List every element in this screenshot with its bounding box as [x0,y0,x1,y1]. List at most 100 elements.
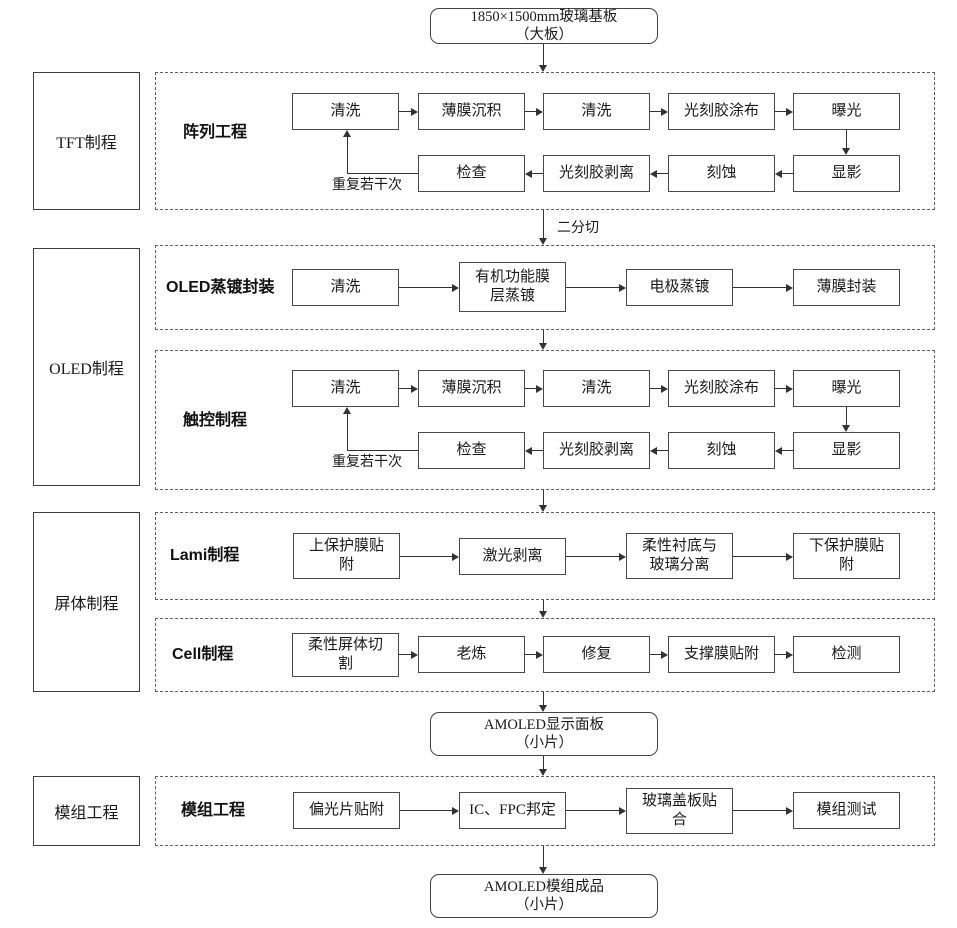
arrow-left-icon [775,170,782,178]
flow-step: 薄膜沉积 [418,370,525,407]
arrow-right-icon [619,553,626,561]
arrow-down-icon [539,343,547,350]
arrow-right-icon [619,284,626,292]
arrow-right-icon [411,108,418,116]
flow-step: 显影 [793,155,900,192]
flow-step: 清洗 [543,370,650,407]
arrow-down-icon [539,867,547,874]
section-frame-touch [155,350,935,490]
arrow-right-icon [661,651,668,659]
connector [543,44,544,65]
flow-step: 修复 [543,636,650,673]
connector [525,111,536,112]
connector [733,287,786,288]
section-label-evap: OLED蒸镀封装 [166,279,275,296]
connector [846,130,847,148]
connector [650,654,661,655]
flow-step: 曝光 [793,370,900,407]
arrow-right-icon [619,807,626,815]
section-label-module: 模组工程 [181,802,246,819]
connector [347,173,418,174]
arrow-left-icon [525,170,532,178]
arrow-right-icon [786,651,793,659]
connector [399,287,452,288]
flow-step: 电极蒸镀 [626,269,733,306]
connector [532,450,543,451]
section-label-array: 阵列工程 [183,124,248,141]
connector [846,407,847,425]
connector [525,388,536,389]
connector [400,810,452,811]
flow-step: 下保护膜贴 附 [793,533,900,579]
arrow-right-icon [452,284,459,292]
arrow-right-icon [536,651,543,659]
flow-step: 光刻胶剥离 [543,432,650,469]
connector [543,330,544,343]
connector [657,450,668,451]
arrow-down-icon [842,425,850,432]
arrow-right-icon [536,108,543,116]
section-label-lami: Lami制程 [170,547,240,564]
flow-step: 柔性衬底与 玻璃分离 [626,533,733,579]
section-frame-module [155,776,935,846]
arrow-left-icon [650,170,657,178]
flow-step: 光刻胶涂布 [668,370,775,407]
connector [566,287,619,288]
loop-label: 重复若干次 [332,178,402,193]
arrow-right-icon [786,553,793,561]
stage-label-panel: 屏体制程 [33,512,140,692]
arrow-down-icon [539,705,547,712]
section-frame-evap [155,245,935,330]
arrow-down-icon [539,505,547,512]
arrow-right-icon [661,385,668,393]
section-frame-lami [155,512,935,600]
flow-step: 有机功能膜 层蒸镀 [459,262,566,312]
flow-step: 激光剥离 [459,538,566,575]
arrow-down-icon [539,769,547,776]
flow-step: 刻蚀 [668,432,775,469]
flow-step: 薄膜沉积 [418,93,525,130]
arrow-down-icon [539,65,547,72]
connector [657,173,668,174]
arrow-right-icon [452,553,459,561]
flow-step: 显影 [793,432,900,469]
section-label-cell: Cell制程 [172,646,234,663]
connector [347,450,418,451]
section-frame-cell [155,618,935,692]
flow-step: 柔性屏体切 割 [292,633,399,677]
arrow-right-icon [786,108,793,116]
arrow-left-icon [775,447,782,455]
stage-label-module: 模组工程 [33,776,140,846]
connector [775,111,786,112]
start-node: 1850×1500mm玻璃基板 （大板） [430,8,658,44]
bisect-label: 二分切 [557,221,599,236]
arrow-right-icon [661,108,668,116]
flow-step: 检查 [418,155,525,192]
flow-step: 清洗 [543,93,650,130]
flow-step: IC、FPC邦定 [459,792,566,829]
arrow-right-icon [452,807,459,815]
connector [347,137,348,173]
connector [566,556,619,557]
flow-step: 清洗 [292,93,399,130]
flow-step: 支撑膜贴附 [668,636,775,673]
connector [733,556,786,557]
flow-step: 老炼 [418,636,525,673]
connector [525,654,536,655]
arrow-up-icon [343,130,351,137]
panel-node: AMOLED显示面板 （小片） [430,712,658,756]
arrow-left-icon [525,447,532,455]
arrow-right-icon [411,651,418,659]
connector [532,173,543,174]
arrow-right-icon [786,385,793,393]
flow-step: 上保护膜贴 附 [293,533,400,579]
final-node: AMOLED模组成品 （小片） [430,874,658,918]
flow-step: 玻璃盖板贴 合 [626,788,733,834]
flow-step: 光刻胶剥离 [543,155,650,192]
arrow-up-icon [343,407,351,414]
connector [650,388,661,389]
flow-step: 清洗 [292,269,399,306]
connector [543,846,544,867]
flow-step: 清洗 [292,370,399,407]
